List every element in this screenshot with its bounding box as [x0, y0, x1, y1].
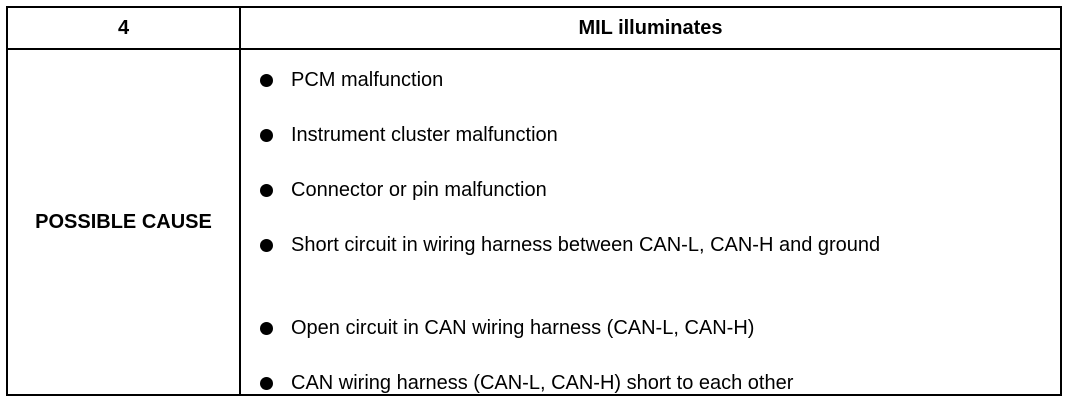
symptom-title: MIL illuminates: [578, 16, 723, 39]
cause-text: PCM malfunction: [291, 69, 444, 91]
cause-text: Open circuit in CAN wiring harness (CAN-…: [291, 317, 755, 339]
possible-cause-label: POSSIBLE CAUSE: [35, 210, 212, 233]
list-item: CAN wiring harness (CAN-L, CAN-H) short …: [260, 369, 1020, 397]
bullet-icon: [260, 74, 273, 87]
list-item: PCM malfunction: [260, 66, 1020, 94]
cause-text: Short circuit in wiring harness between …: [291, 234, 881, 256]
bullet-icon: [260, 322, 273, 335]
cause-text: Connector or pin malfunction: [291, 179, 547, 201]
column-divider: [239, 8, 241, 394]
cause-text: Instrument cluster malfunction: [291, 124, 558, 146]
bullet-icon: [260, 239, 273, 252]
list-item: Instrument cluster malfunction: [260, 121, 1020, 149]
possible-cause-list: PCM malfunction Instrument cluster malfu…: [241, 50, 1060, 394]
list-item: Short circuit in wiring harness between …: [260, 231, 960, 259]
table-header-row: 4 MIL illuminates: [8, 8, 1060, 50]
cause-text: CAN wiring harness (CAN-L, CAN-H) short …: [291, 372, 794, 394]
bullet-icon: [260, 129, 273, 142]
diagnostic-table: 4 MIL illuminates POSSIBLE CAUSE PCM mal…: [6, 6, 1062, 396]
list-item: Open circuit in CAN wiring harness (CAN-…: [260, 314, 1020, 342]
bullet-icon: [260, 184, 273, 197]
list-item: Connector or pin malfunction: [260, 176, 1020, 204]
step-number: 4: [117, 16, 130, 39]
bullet-icon: [260, 377, 273, 390]
